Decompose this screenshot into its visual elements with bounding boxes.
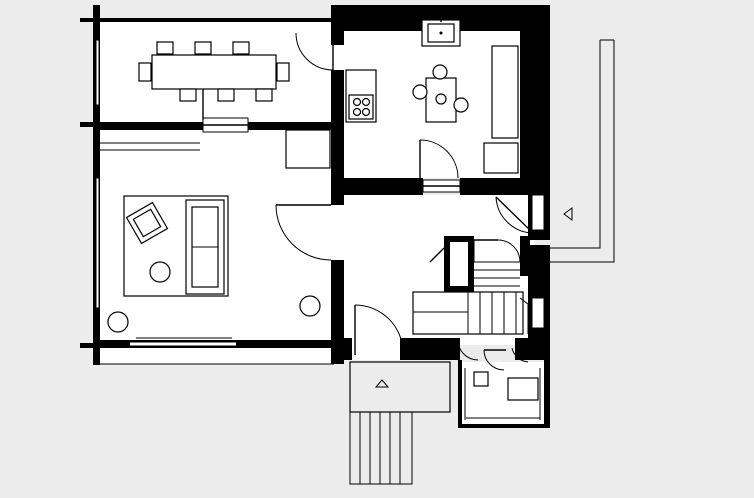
wall-dining-living <box>93 122 203 130</box>
living-furniture <box>100 129 331 339</box>
floor-lamp-left <box>107 311 129 333</box>
dining-chair-top-1 <box>156 41 174 55</box>
kitchen-plate <box>435 93 447 105</box>
kitchen-stool-right <box>453 97 469 113</box>
wall-living-hall <box>331 195 344 205</box>
cooktop <box>348 94 374 120</box>
side-table <box>149 261 171 283</box>
door-leaf-hall-east <box>495 196 533 233</box>
dining-chair-top-2 <box>194 41 212 55</box>
wall-east-kitchen <box>520 5 550 195</box>
window-west-dining <box>95 39 100 106</box>
floor-terrace-strip <box>100 348 334 364</box>
wall-stair-core-east <box>520 236 530 276</box>
door-swing-living-hall <box>275 204 332 261</box>
entry-arrow-up-icon <box>374 379 390 388</box>
kitchen-stool-left <box>412 84 428 100</box>
door-swing-small-room <box>483 349 505 371</box>
east-path <box>550 39 615 263</box>
floor-lamp-right <box>299 295 321 317</box>
stair-core-void <box>450 242 468 286</box>
wall-east-hall <box>528 245 550 345</box>
dining-table <box>151 54 277 90</box>
wall-dining-kitchen-lower <box>331 70 344 195</box>
armchair <box>125 201 169 245</box>
interior-stairs <box>412 261 529 335</box>
wall-kitchen-south-right <box>460 178 550 195</box>
dining-chair-bottom-1 <box>179 88 197 102</box>
entry-stair-flight <box>349 411 413 485</box>
door-swing-small-room-2 <box>511 347 529 363</box>
entry-arrow-right-icon <box>563 207 573 221</box>
door-opening-entrance <box>352 338 400 360</box>
entry-stairs <box>349 361 451 485</box>
window-stair-east <box>531 297 545 329</box>
east-path-outline <box>550 40 615 263</box>
door-opening-living-hall <box>330 205 345 260</box>
stair-chamfer <box>519 297 529 334</box>
dining-chair-end-right <box>276 62 290 82</box>
wall-small-room-east <box>544 360 550 428</box>
terrace <box>100 348 335 365</box>
window-west-living <box>95 177 100 309</box>
door-swing-entrance <box>354 304 404 353</box>
cooktop-burner-1 <box>352 97 362 107</box>
wall-west-tick-3 <box>80 343 94 348</box>
kitchen-cabinet <box>483 142 519 174</box>
wall-small-room-west <box>458 360 462 428</box>
window-hall-east <box>531 194 545 231</box>
door-swing-hall-south <box>457 339 479 361</box>
door-swing-dining-kitchen <box>295 32 334 71</box>
sink-drain <box>439 31 443 35</box>
windows <box>95 39 545 346</box>
door-opening-dining-kitchen <box>330 45 345 70</box>
dining-furniture <box>138 41 290 102</box>
dining-chair-bottom-3 <box>255 88 273 102</box>
kitchen-bench <box>491 45 519 139</box>
entry-landing <box>349 361 451 413</box>
door-leaf-stair-2 <box>429 247 445 263</box>
wall-south-hall-mid <box>400 338 460 360</box>
doors <box>202 32 535 371</box>
dining-chair-end-left <box>138 62 152 82</box>
dining-chair-bottom-2 <box>217 88 235 102</box>
small-room-furniture <box>464 368 541 420</box>
wall-south-hall-left <box>340 338 352 360</box>
wall-kitchen-south <box>333 178 423 195</box>
small-room-bench <box>507 377 539 401</box>
dining-chair-top-3 <box>232 41 250 55</box>
cooktop-burner-4 <box>361 107 371 117</box>
wall-dining-kitchen <box>331 5 344 45</box>
built-in-shelf <box>285 129 331 169</box>
small-room-box <box>473 371 489 387</box>
door-swing-stair-1b <box>497 239 521 263</box>
wall-west-tick-1 <box>80 18 94 22</box>
wall-dining-living-right <box>248 122 334 130</box>
door-swing-hall-east <box>495 196 535 234</box>
wall-north-dining <box>93 18 335 22</box>
kitchen-stool-top <box>432 64 448 80</box>
wall-small-room-south <box>458 424 550 428</box>
wall-west-tick-2 <box>80 122 94 127</box>
cooktop-burner-2 <box>361 97 371 107</box>
armchair-seat <box>132 208 162 238</box>
kitchen-furniture <box>345 8 519 174</box>
door-swing-kitchen-hall <box>419 139 459 179</box>
cooktop-burner-3 <box>352 107 362 117</box>
